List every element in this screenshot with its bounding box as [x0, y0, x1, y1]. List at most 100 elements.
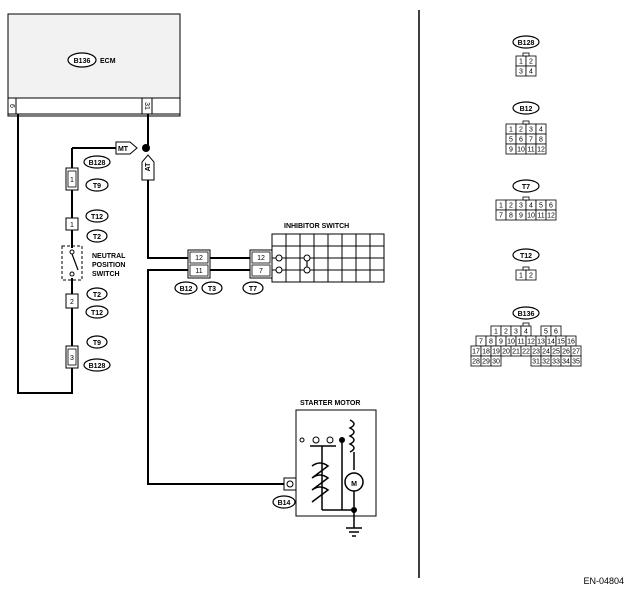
pinout-pin: 10	[507, 339, 515, 346]
pinout-pin: 9	[509, 147, 513, 154]
t7-tag: T7	[249, 286, 257, 293]
pinout-pin: 35	[572, 359, 580, 366]
pinout-pin: 10	[527, 213, 535, 220]
inhibitor-cell	[327, 269, 343, 283]
svg-text:7: 7	[259, 268, 263, 275]
t3-tag: T3	[208, 286, 216, 293]
inhibitor-label: INHIBITOR SWITCH	[284, 223, 349, 230]
pinout-pin: 12	[547, 213, 555, 220]
t2-bottom-tag: T2	[93, 292, 101, 299]
pinout-pin: 25	[552, 349, 560, 356]
pinout-pin: 3	[519, 203, 523, 210]
pinout-pin: 12	[537, 147, 545, 154]
pinout-pin: 5	[544, 329, 548, 336]
b128-bottom-tag: B128	[89, 363, 106, 370]
inhibitor-cell	[271, 233, 287, 247]
pinout-pin: 20	[502, 349, 510, 356]
pinout-pin: 1	[494, 329, 498, 336]
pinout-pin: 7	[499, 213, 503, 220]
pinout-pin: 10	[517, 147, 525, 154]
b14-tag: B14	[278, 500, 291, 507]
inhibitor-cell	[313, 257, 329, 271]
t2-top-tag: T2	[93, 234, 101, 241]
pinout-pin: 6	[554, 329, 558, 336]
pinout-pin: 4	[524, 329, 528, 336]
pinout-tag: B136	[518, 311, 535, 318]
pinout-pin: 19	[492, 349, 500, 356]
pinout-pin: 15	[557, 339, 565, 346]
inhibitor-cell	[285, 245, 301, 259]
pinout-pin: 12	[527, 339, 535, 346]
inhibitor-cell	[327, 257, 343, 271]
at-arrow: AT	[141, 154, 155, 181]
pinout-tag-shape	[512, 101, 540, 115]
svg-text:2: 2	[70, 299, 74, 306]
pinout-pin: 2	[504, 329, 508, 336]
pinout-pin: 3	[514, 329, 518, 336]
pinout-pin: 2	[519, 127, 523, 134]
pinout-pin: 11	[537, 213, 544, 220]
inhibitor-cell	[355, 245, 371, 259]
pinout-cell	[545, 209, 557, 221]
pinout-pin: 7	[479, 339, 483, 346]
pinout-pin: 1	[519, 59, 523, 66]
inhibitor-cell	[369, 245, 385, 259]
pinout-pin: 2	[509, 203, 513, 210]
figure-code: EN-04804	[583, 576, 624, 586]
t12-top-tag: T12	[91, 214, 103, 221]
pinout-pin: 3	[529, 127, 533, 134]
at-label: AT	[145, 162, 152, 172]
pinout-pin: 16	[567, 339, 575, 346]
pinout-pin: 27	[572, 349, 580, 356]
svg-text:1: 1	[70, 177, 74, 184]
pinout-pin: 6	[519, 137, 523, 144]
pinout-pin: 9	[519, 213, 523, 220]
pinout-pin: 8	[539, 137, 543, 144]
pinout-latch	[522, 52, 530, 57]
motor-symbol: M	[351, 481, 357, 488]
neutral-label-1: NEUTRAL	[92, 253, 126, 260]
left-wires	[17, 114, 312, 485]
pinout-cell	[525, 269, 537, 281]
inhibitor-cell	[285, 257, 301, 271]
pinout-pin: 30	[492, 359, 500, 366]
inhibitor-cell	[355, 233, 371, 247]
inhibitor-cell	[313, 245, 329, 259]
pinout-pin: 34	[562, 359, 570, 366]
pinout-pin: 9	[499, 339, 503, 346]
t9-top-tag: T9	[93, 183, 101, 190]
connector-t7: 12 7 T7	[242, 249, 273, 295]
pinout-pin: 1	[499, 203, 503, 210]
inhibitor-cell	[355, 257, 371, 271]
pinout-pin: 8	[509, 213, 513, 220]
ecm-pin-31: 31	[143, 102, 150, 110]
pinout-pin: 5	[539, 203, 543, 210]
inhibitor-cell	[369, 257, 385, 271]
inhibitor-contact	[275, 266, 283, 274]
pinout-pin: 13	[537, 339, 545, 346]
inhibitor-cell	[341, 257, 357, 271]
pinout-pin: 1	[519, 273, 523, 280]
svg-text:12: 12	[257, 255, 265, 262]
inhibitor-cell	[369, 233, 385, 247]
pinout-latch	[522, 266, 530, 271]
pinout-pin: 14	[547, 339, 555, 346]
svg-text:3: 3	[70, 355, 74, 362]
pinout-pin: 7	[529, 137, 533, 144]
pinout-pin: 2	[529, 273, 533, 280]
mt-label: MT	[118, 146, 129, 153]
junction-dot	[142, 144, 150, 152]
inhibitor-cell	[341, 233, 357, 247]
pinout-pin: 3	[519, 69, 523, 76]
inhibitor-cell	[285, 269, 301, 283]
ecm-tag: B136	[74, 58, 91, 65]
connector-t9-bottom: 3 T9 B128	[65, 335, 111, 372]
pinout-pin: 33	[552, 359, 560, 366]
pinout-tag-shape	[512, 306, 540, 320]
neutral-position-switch: NEUTRAL POSITION SWITCH	[61, 245, 126, 281]
